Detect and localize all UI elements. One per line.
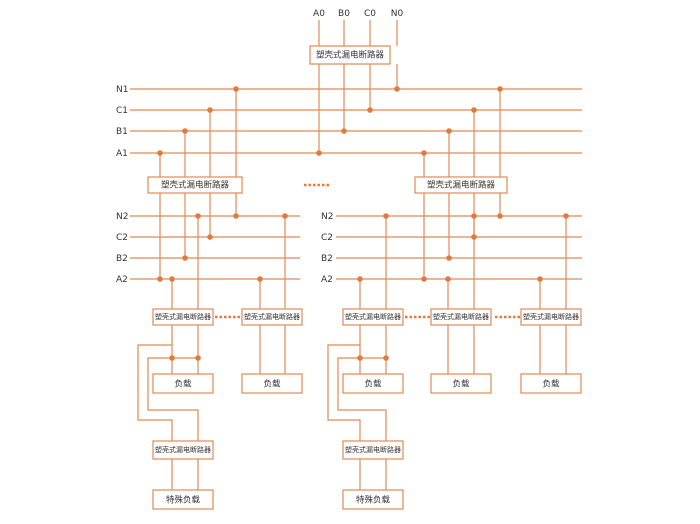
left-sub-bus [130,215,300,280]
label-a1: A1 [116,149,128,159]
svg-text:塑壳式漏电断路器: 塑壳式漏电断路器 [433,312,489,321]
breaker-right-feeder-3: 塑壳式漏电断路器 [520,308,582,326]
svg-text:塑壳式漏电断路器: 塑壳式漏电断路器 [244,312,300,321]
breaker-left-feeder-2: 塑壳式漏电断路器 [241,308,303,326]
label-b2-left: B2 [116,254,128,264]
label-a2-right: A2 [321,275,333,285]
svg-text:塑壳式漏电断路器: 塑壳式漏电断路器 [523,312,579,321]
label-c0: C0 [364,9,376,19]
svg-text:负载: 负载 [542,379,560,390]
main-bus [130,88,582,154]
label-c2-right: C2 [321,233,333,243]
breaker-left-special: 塑壳式漏电断路器 [152,440,214,460]
label-n0: N0 [391,9,404,19]
svg-text:塑壳式漏电断路器: 塑壳式漏电断路器 [155,312,211,321]
load-left-2: 负载 [241,373,303,394]
right-sub-bus [336,215,582,280]
right-feeder-wires [327,216,567,490]
svg-text:塑壳式漏电断路器: 塑壳式漏电断路器 [316,50,385,61]
label-c1: C1 [116,106,128,116]
breaker-right-special: 塑壳式漏电断路器 [342,440,404,460]
load-left-1: 负载 [152,373,214,394]
svg-text:塑壳式漏电断路器: 塑壳式漏电断路器 [345,445,401,454]
label-n2-right: N2 [321,212,333,222]
label-n1: N1 [116,85,128,95]
label-a0: A0 [313,9,325,19]
left-feeder-wires [137,216,286,490]
label-c2-left: C2 [116,233,128,243]
special-load-left: 特殊负载 [152,489,214,510]
load-right-1: 负载 [342,373,404,394]
breaker-left-feeder-1: 塑壳式漏电断路器 [152,308,214,326]
svg-text:塑壳式漏电断路器: 塑壳式漏电断路器 [161,180,230,191]
label-b0: B0 [338,9,350,19]
left-branch-wires [159,89,237,279]
load-right-3: 负载 [520,373,582,394]
label-a2-left: A2 [116,275,128,285]
junction-dots [157,86,569,361]
svg-text:塑壳式漏电断路器: 塑壳式漏电断路器 [155,445,211,454]
label-n2-left: N2 [116,212,128,222]
load-right-2: 负载 [430,373,492,394]
svg-text:特殊负载: 特殊负载 [166,495,201,506]
svg-text:塑壳式漏电断路器: 塑壳式漏电断路器 [345,312,401,321]
breaker-right-feeder-2: 塑壳式漏电断路器 [430,308,492,326]
breaker-right: 塑壳式漏电断路器 [414,176,508,194]
svg-text:负载: 负载 [174,379,192,390]
svg-text:负载: 负载 [364,379,382,390]
breaker-right-feeder-1: 塑壳式漏电断路器 [342,308,404,326]
label-b2-right: B2 [321,254,333,264]
svg-text:负载: 负载 [452,379,470,390]
svg-text:负载: 负载 [263,379,281,390]
svg-text:塑壳式漏电断路器: 塑壳式漏电断路器 [427,180,496,191]
label-b1: B1 [116,127,128,137]
source-wires [318,20,398,153]
breaker-left: 塑壳式漏电断路器 [147,176,243,194]
special-load-right: 特殊负载 [342,489,404,510]
breaker-main: 塑壳式漏电断路器 [309,45,391,65]
svg-text:特殊负载: 特殊负载 [356,495,391,506]
